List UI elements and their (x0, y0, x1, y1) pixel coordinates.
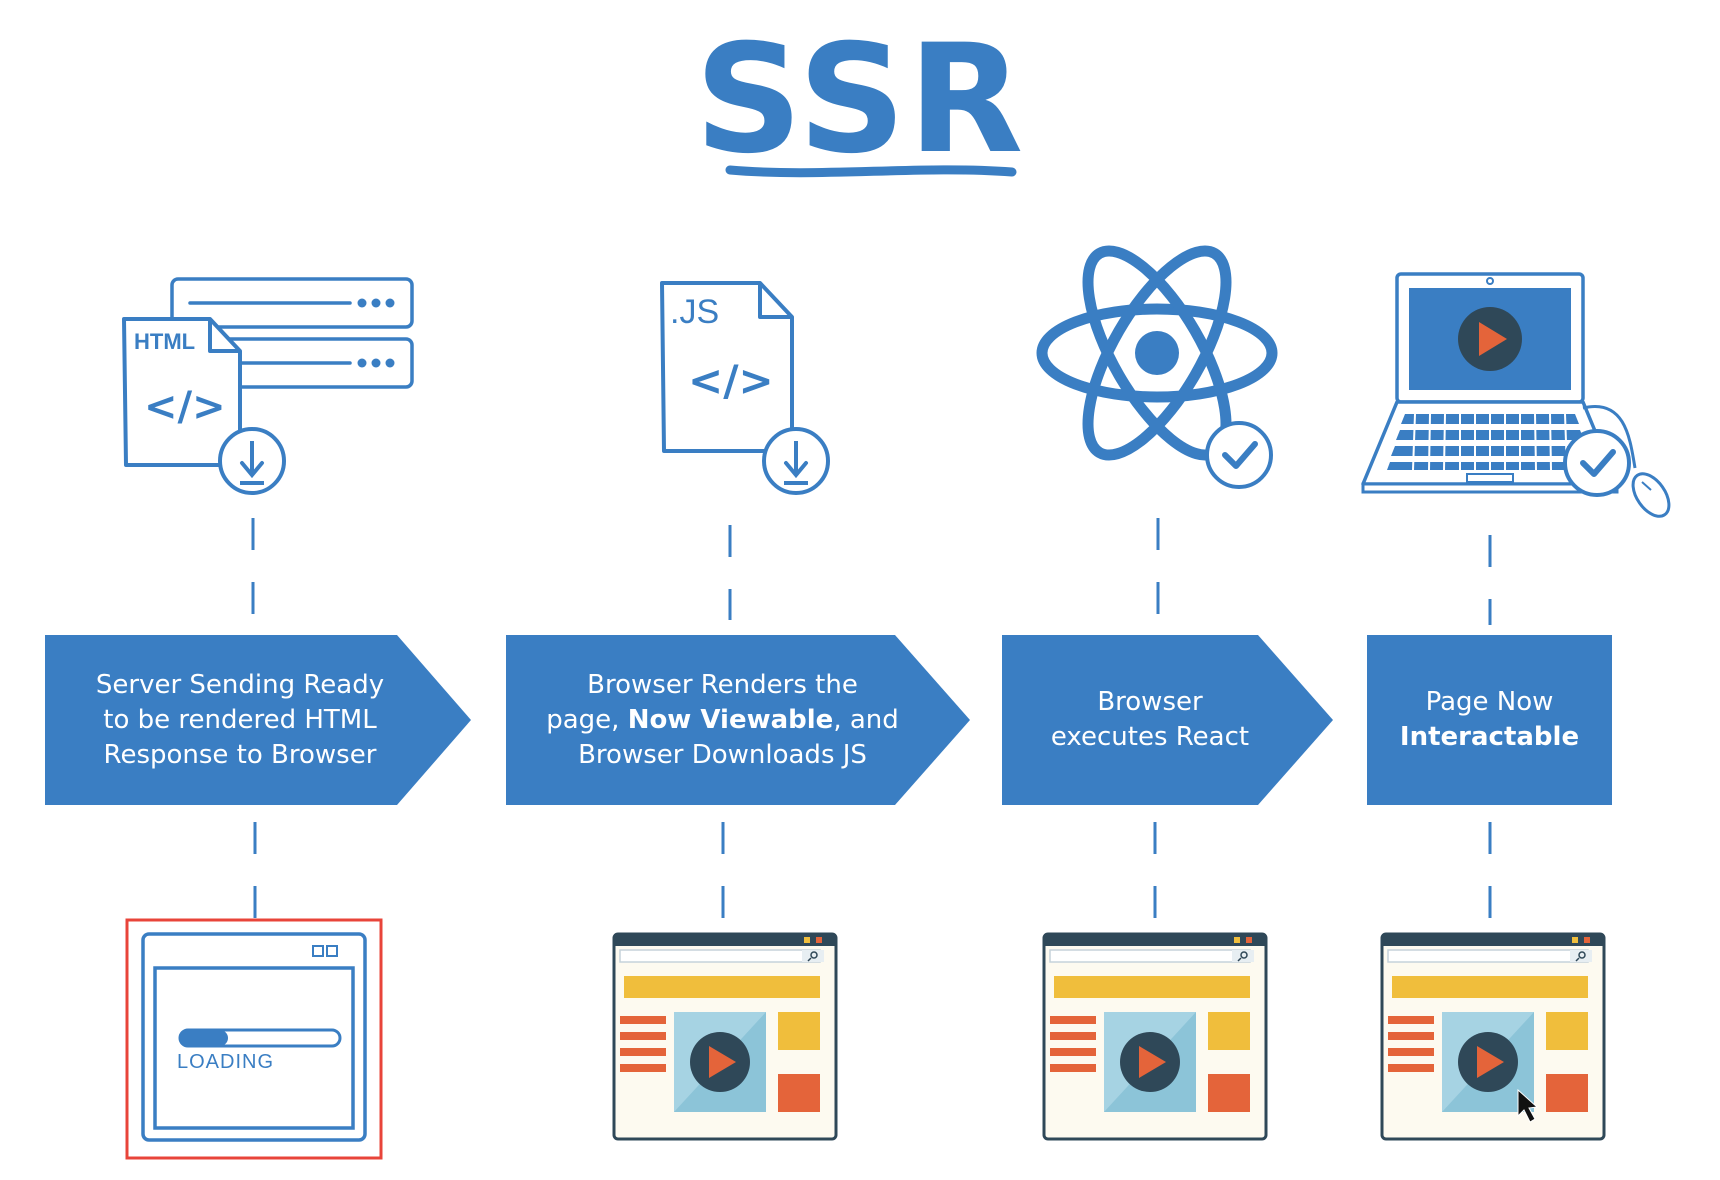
react-atom-check-icon (1036, 245, 1278, 489)
laptop-check-icon (1361, 272, 1671, 518)
step-4-label: Page Now Interactable (1399, 687, 1580, 752)
html-file-download-icon: HTML </> (122, 277, 414, 495)
browser-window-react (1042, 932, 1268, 1141)
svg-text:.JS: .JS (670, 293, 719, 331)
step-arrow-3 (1002, 635, 1333, 805)
browser-window-viewable (612, 932, 838, 1141)
loading-window: LOADING (125, 918, 383, 1160)
step-box-4 (1367, 635, 1612, 805)
step-2-label: Browser Renders the page, Now Viewable, … (546, 669, 899, 770)
step-3-label: Browser executes React (1050, 687, 1250, 752)
svg-text:HTML: HTML (134, 329, 195, 354)
svg-text:</>: </> (688, 356, 774, 405)
step-arrow-2 (506, 635, 970, 805)
browser-window-interactable (1380, 932, 1606, 1141)
loading-label: LOADING (177, 1051, 274, 1073)
diagram-title: SSR (694, 13, 1026, 187)
mouse-cursor-icon (1517, 1088, 1539, 1123)
js-file-download-icon: .JS </> (660, 281, 830, 495)
step-arrow-1 (45, 635, 471, 805)
svg-text:</>: </> (144, 384, 226, 430)
step-1-label: Server Sending Ready to be rendered HTML… (95, 669, 385, 770)
progress-fill (180, 1030, 228, 1046)
